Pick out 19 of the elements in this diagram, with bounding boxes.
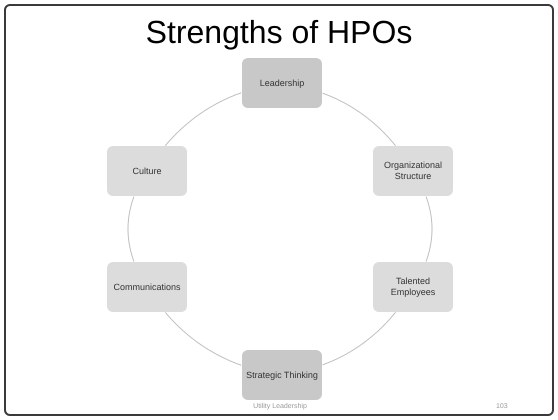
process-box xyxy=(107,262,187,312)
connector-arc xyxy=(164,92,242,146)
box-text: Talented Employees xyxy=(390,276,436,298)
box-text: Culture xyxy=(132,166,162,176)
connector-arc xyxy=(426,196,432,262)
process-box xyxy=(373,146,453,196)
process-box xyxy=(107,146,187,196)
connector-arc xyxy=(322,312,396,366)
box-text: Leadership xyxy=(260,78,304,88)
slide-title: Strengths of HPOs xyxy=(144,13,414,52)
process-box xyxy=(373,262,453,312)
connector-arc xyxy=(128,196,134,262)
process-box xyxy=(242,350,322,400)
process-box xyxy=(242,58,322,108)
connector-arc xyxy=(322,92,396,146)
connector-arc xyxy=(164,312,242,366)
box-text: Strategic Thinking xyxy=(246,370,318,380)
box-text: Organizational Structure xyxy=(382,160,444,182)
box-text: Communications xyxy=(113,282,181,292)
